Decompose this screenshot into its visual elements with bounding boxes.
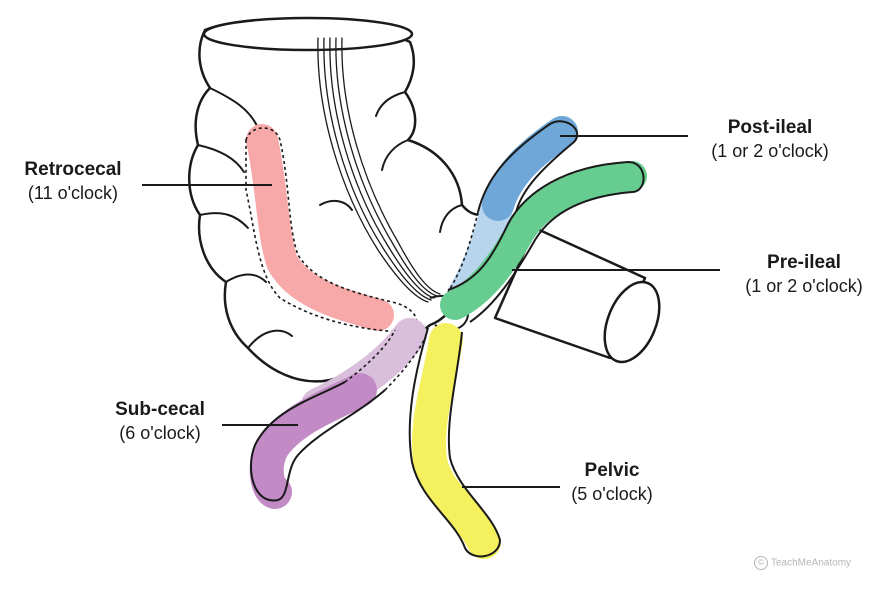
post-ileal-position: (1 or 2 o'clock) (711, 140, 829, 161)
pre-ileal-position: (1 or 2 o'clock) (745, 275, 863, 296)
pre-ileal-name: Pre-ileal (767, 252, 841, 273)
pelvic-appendix (412, 323, 501, 559)
copyright-icon: © (754, 556, 768, 570)
post-ileal-name: Post-ileal (727, 117, 813, 138)
caecum (188, 16, 500, 383)
watermark: ©TeachMeAnatomy (754, 556, 851, 570)
retrocecal-label: Retrocecal (11 o'clock) (8, 158, 138, 204)
watermark-text: TeachMeAnatomy (771, 557, 852, 569)
retrocecal-appendix (246, 124, 394, 331)
pelvic-name: Pelvic (584, 460, 640, 481)
pre-ileal-appendix (440, 161, 647, 320)
pre-ileal-label: Pre-ileal (1 or 2 o'clock) (726, 251, 882, 297)
sub-cecal-label: Sub-cecal (6 o'clock) (102, 398, 218, 444)
leader-lines (142, 135, 720, 488)
pelvic-label: Pelvic (5 o'clock) (552, 459, 672, 505)
pelvic-position: (5 o'clock) (571, 483, 653, 504)
retrocecal-position: (11 o'clock) (27, 182, 119, 203)
ileum (493, 226, 661, 364)
sub-cecal-position: (6 o'clock) (119, 422, 201, 443)
sub-cecal-name: Sub-cecal (115, 399, 205, 420)
post-ileal-label: Post-ileal (1 or 2 o'clock) (690, 116, 850, 162)
retrocecal-name: Retrocecal (24, 159, 122, 180)
